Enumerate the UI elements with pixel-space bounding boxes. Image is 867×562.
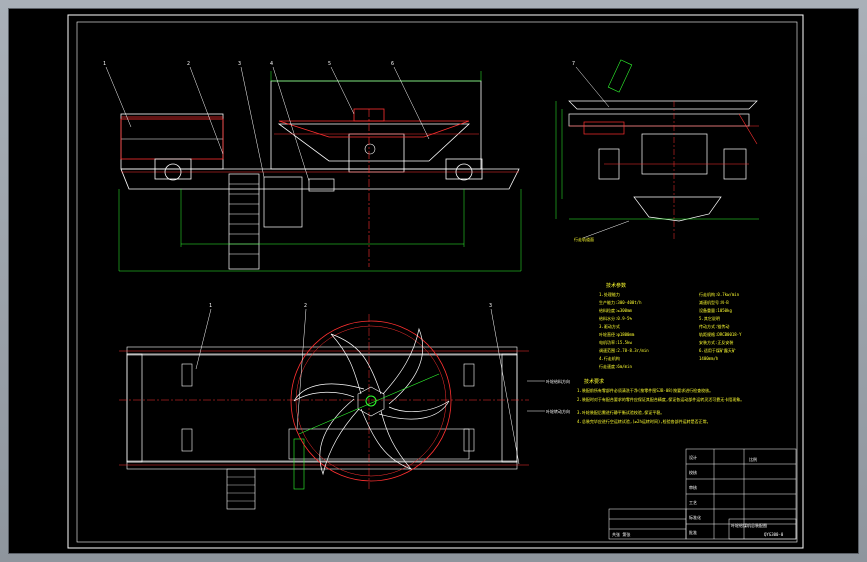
part-label: 2 <box>304 303 307 309</box>
param-line: 5.其它说明 <box>699 315 720 321</box>
param-line: 调速范围:2.78-8.3r/min <box>599 347 649 353</box>
title-block-text: 设计 校核 审核 工艺 标准化 批准 比例 叶轮给煤机总装配图 QYG300-0… <box>612 454 784 537</box>
param-line: 传动方式:链传动 <box>699 323 729 329</box>
callout-rotation: 叶轮转动方向 <box>546 408 570 414</box>
requirement-line: 3.叶轮装配后需进行静平衡试验校验,保证平稳。 <box>577 409 664 415</box>
tb-row: 设计 <box>689 454 697 460</box>
requirement-line: 2.装配时对于有配合要求的零件应保证其配合精度,保证各运动部件运转灵活可靠无卡阻… <box>577 396 744 402</box>
tb-scale: 比例 <box>749 456 757 462</box>
param-line: 行走机构:0.7kw/min <box>699 291 740 297</box>
param-line: 行走速度:6m/min <box>599 363 632 369</box>
tb-drawing-no: QYG300-0 <box>764 532 784 537</box>
sheet-border <box>67 14 804 549</box>
requirement-line: 1.装配前所有零部件必须清洗干净(按零件图SJB-08)按要求进行检查校核。 <box>577 387 713 393</box>
requirement-line: 4.总装完毕应进行空运转试验,(≥2h运转时间),检验各部件运转是否正常。 <box>577 418 711 424</box>
param-line: 给料水分:0.9-5% <box>599 315 632 321</box>
param-line: 减速机型号:N-B <box>699 299 729 305</box>
param-line: 生产能力:300-400t/h <box>599 299 642 305</box>
param-line: 1400mm/h <box>699 356 719 361</box>
inner-border <box>76 21 798 543</box>
param-line: 电机功率:15.5kw <box>599 339 632 345</box>
tb-row: 标准化 <box>689 514 701 520</box>
drawing-canvas[interactable]: 1 2 3 4 5 6 <box>8 8 859 554</box>
rail-label: 行走轨道面 <box>574 236 594 242</box>
tech-requirements: 技术要求 1.装配前所有零部件必须清洗干净(按零件图SJB-08)按要求进行检查… <box>577 378 744 424</box>
param-line: 叶轮直径:φ1800mm <box>599 331 635 337</box>
part-label: 6 <box>391 61 394 67</box>
tb-row: 校核 <box>689 469 697 475</box>
plan-view <box>119 308 545 510</box>
tb-row: 审核 <box>689 484 697 490</box>
param-line: 轨距规格:DRCB0018-Y <box>699 331 742 337</box>
part-label: 7 <box>572 61 575 67</box>
param-line: 4.行走机构 <box>599 355 620 361</box>
param-line: 设备重量:1050kg <box>699 307 732 313</box>
part-label: 1 <box>103 61 106 67</box>
tb-sheet: 共张 第张 <box>612 531 630 537</box>
front-part-numbers: 1 2 3 4 5 6 <box>103 61 394 67</box>
params-title: 技术参数 <box>606 282 626 289</box>
callout-feed: 叶轮给料方向 <box>546 378 570 384</box>
front-view <box>105 66 522 272</box>
part-label: 3 <box>489 303 492 309</box>
part-label: 2 <box>187 61 190 67</box>
side-view <box>555 59 759 239</box>
part-label: 5 <box>328 61 331 67</box>
cad-drawing: 1 2 3 4 5 6 <box>67 14 804 549</box>
param-line: 1.处理能力 <box>599 291 620 297</box>
requirements-title: 技术要求 <box>584 378 604 385</box>
tb-title: 叶轮给煤机总装配图 <box>731 522 767 528</box>
param-line: 3.驱动方式 <box>599 323 620 329</box>
part-label: 1 <box>209 303 212 309</box>
tb-row: 工艺 <box>689 500 697 505</box>
tb-row: 批准 <box>689 529 697 535</box>
param-line: 给料粒度:≤300mm <box>599 307 632 313</box>
tech-params: 技术参数 1.处理能力 生产能力:300-400t/h 给料粒度:≤300mm … <box>599 282 742 369</box>
part-label: 3 <box>238 61 241 67</box>
title-block <box>608 448 797 540</box>
param-line: 6.适用于煤矿露天矿 <box>699 347 736 353</box>
param-line: 安装方式:正反安装 <box>699 339 733 345</box>
part-label: 4 <box>270 61 273 67</box>
